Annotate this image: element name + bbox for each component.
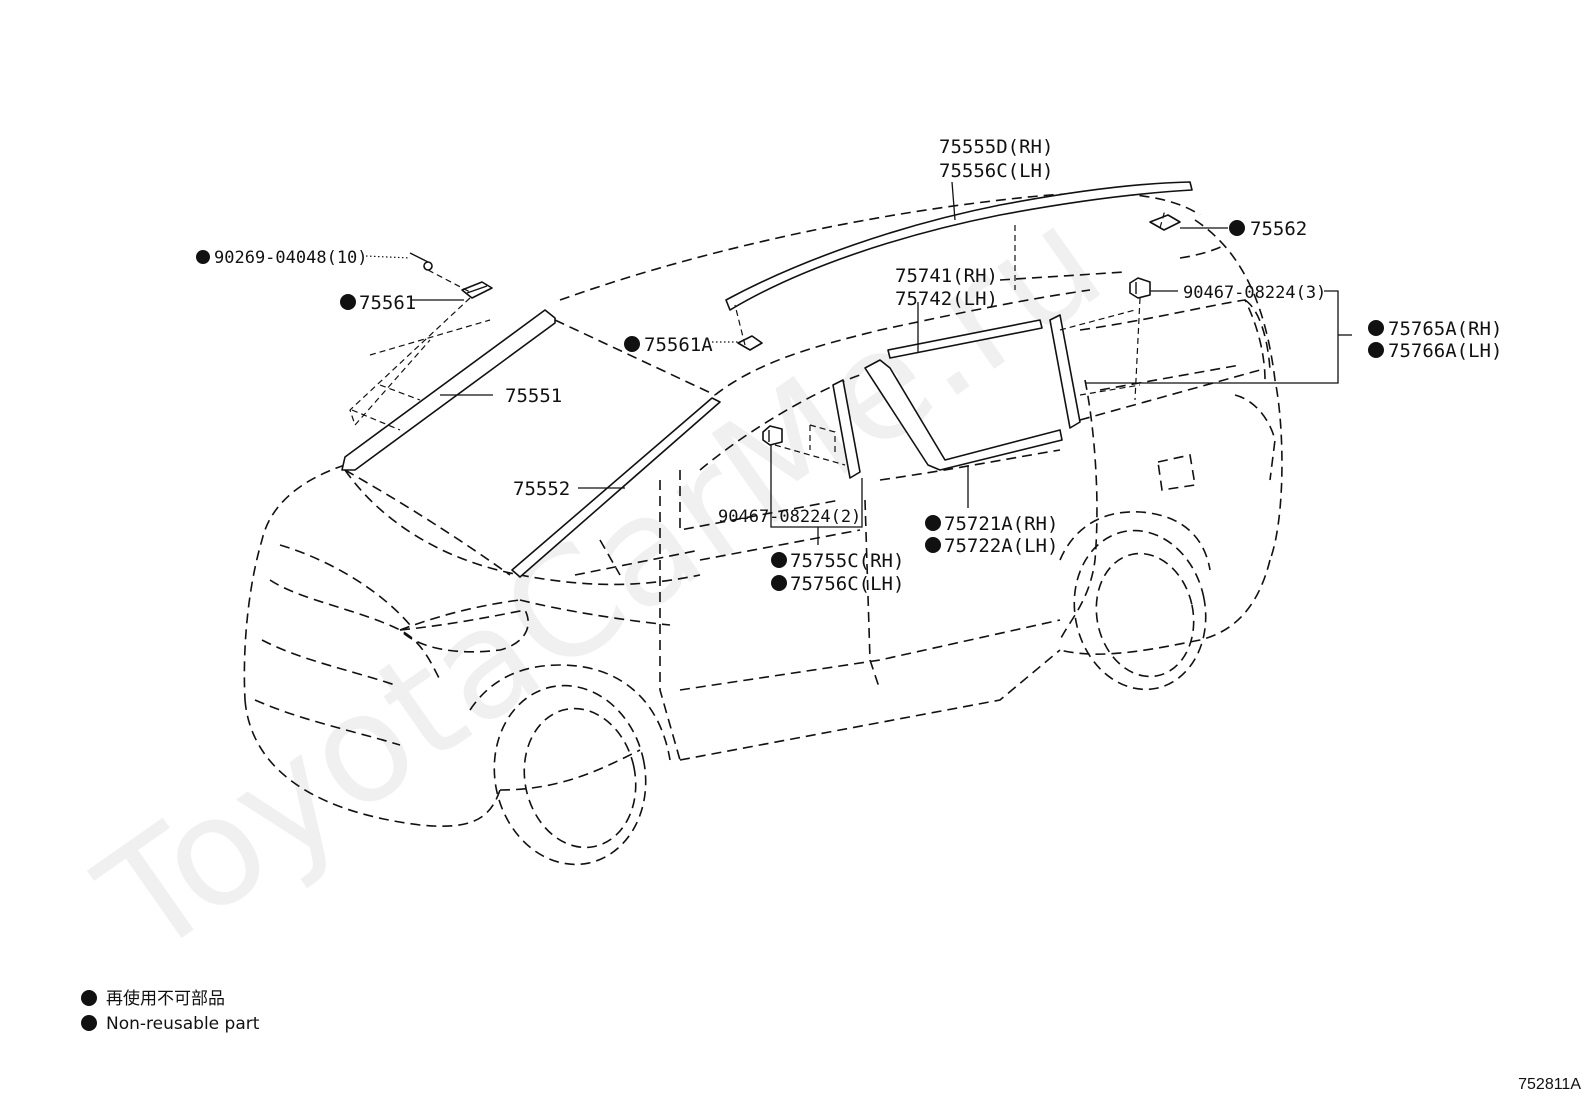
leader-lines [365, 181, 1352, 545]
label-75562: 75562 [1250, 218, 1307, 240]
label-75722A: 75722A(LH) [944, 535, 1058, 557]
pillar-garnish-rear [1049, 314, 1081, 429]
clip-90467-2 [762, 425, 783, 446]
label-clip-3: 90467-08224(3) [1183, 283, 1326, 303]
clip-75562 [1149, 214, 1181, 231]
label-75766A: 75766A(LH) [1388, 340, 1502, 362]
label-75552: 75552 [513, 478, 570, 500]
nonreusable-dot-icon [771, 575, 787, 591]
label-clip-2: 90467-08224(2) [718, 507, 861, 527]
legend-dot-icon [81, 990, 97, 1006]
van-body [243, 192, 1283, 866]
legend-japanese: 再使用不可部品 [106, 988, 225, 1009]
clip-90467-3 [1129, 277, 1151, 299]
nonreusable-dot-icon [624, 336, 640, 352]
door-window-frame [864, 359, 1063, 471]
label-75721A: 75721A(RH) [944, 513, 1058, 535]
nonreusable-dot-icon [1368, 320, 1384, 336]
diagram-code: 752811A [1518, 1076, 1581, 1093]
nonreusable-dot-icon [1368, 342, 1384, 358]
legend-dot-icon [81, 1015, 97, 1031]
door-upper-moulding [887, 319, 1043, 359]
label-75551: 75551 [505, 385, 562, 407]
label-roof-lh: 75556C(LH) [939, 160, 1053, 182]
nonreusable-dot-icon [1229, 220, 1245, 236]
label-75741: 75741(RH) [895, 265, 998, 287]
part-labels: 75555D(RH) 75556C(LH) 75562 90269-04048(… [196, 136, 1502, 595]
windshield-moulding-left [341, 309, 556, 471]
nonreusable-dot-icon [196, 250, 210, 264]
legend-english: Non-reusable part [106, 1014, 260, 1034]
nonreusable-dot-icon [771, 552, 787, 568]
rivet-90269 [409, 252, 433, 271]
label-75561A: 75561A [644, 334, 713, 356]
nonreusable-dot-icon [925, 537, 941, 553]
label-75561: 75561 [359, 292, 416, 314]
label-75765A: 75765A(RH) [1388, 318, 1502, 340]
label-75742: 75742(LH) [895, 288, 998, 310]
clip-75561 [461, 281, 493, 299]
roof-moulding [725, 181, 1193, 311]
clip-75561A [737, 335, 763, 351]
nonreusable-dot-icon [925, 515, 941, 531]
label-roof-rh: 75555D(RH) [939, 136, 1053, 158]
label-75755C: 75755C(RH) [790, 550, 904, 572]
nonreusable-dot-icon [340, 294, 356, 310]
pillar-garnish-front [832, 379, 861, 479]
legend: 再使用不可部品 Non-reusable part [81, 988, 260, 1034]
label-90269: 90269-04048(10) [214, 248, 368, 268]
assembly-guides [349, 209, 1166, 466]
label-75756C: 75756C(LH) [790, 573, 904, 595]
